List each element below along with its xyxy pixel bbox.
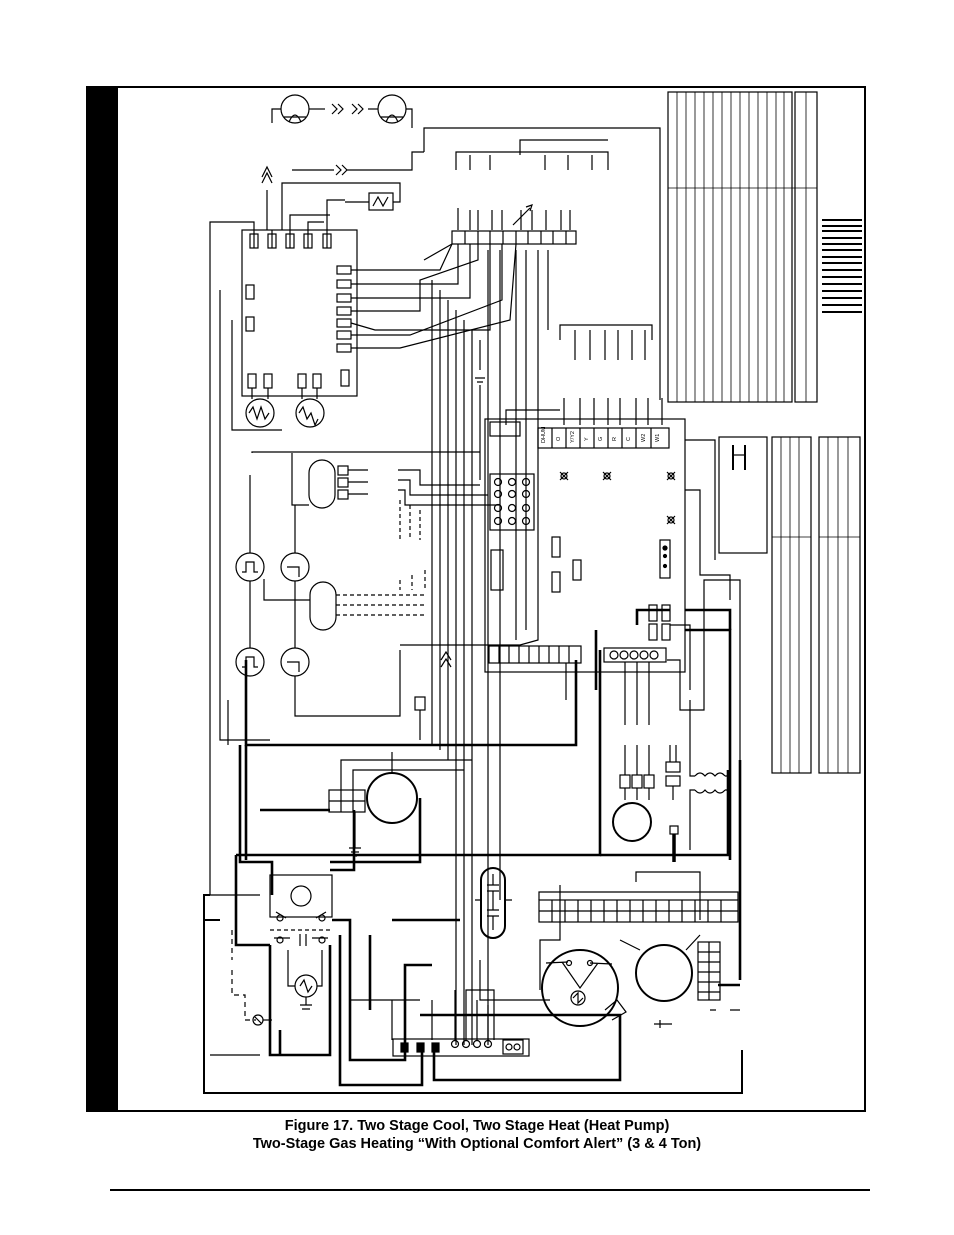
terminal-label: W1 <box>655 434 661 442</box>
compressor-contactor <box>231 874 333 1026</box>
control-board: DHUM O Y/Y2 Y G R C W2 W1 <box>484 418 686 673</box>
mounting-screws <box>559 471 676 525</box>
wire-bundle-top <box>423 127 661 400</box>
flame-sensors <box>235 475 401 717</box>
compressor-terminals <box>392 989 530 1057</box>
legend-table-bottom <box>718 436 861 774</box>
inducer-plug <box>251 451 500 540</box>
terminal-label: W2 <box>641 434 647 442</box>
misc-wires-left <box>210 290 550 1056</box>
bundle-wires-left <box>350 243 517 349</box>
outdoor-fan-motor <box>539 885 627 1027</box>
terminal-label: DHUM <box>541 426 547 443</box>
legend-table-top <box>667 91 818 403</box>
pressure-switches <box>271 94 413 128</box>
vertical-harness <box>400 250 549 1045</box>
blower-speed-terminal-block <box>538 891 739 923</box>
blower-motor <box>619 871 740 1028</box>
terminal-label: R <box>612 437 618 441</box>
terminal-label: Y/Y2 <box>570 431 576 443</box>
side-band <box>88 88 118 1110</box>
figure-caption-line2: Two-Stage Gas Heating “With Optional Com… <box>252 1136 702 1152</box>
limit-switch-small <box>414 650 452 740</box>
terminal-label: C <box>626 437 632 441</box>
run-capacitor <box>475 867 512 939</box>
figure-caption-line1: Figure 17. Two Stage Cool, Two Stage Hea… <box>284 1118 670 1134</box>
blower-plug <box>263 570 426 631</box>
fuse-row <box>505 324 663 425</box>
terminal-label: G <box>598 437 604 441</box>
board-output-wires <box>565 439 741 760</box>
fan-capacitor-and-motor <box>612 745 681 862</box>
terminal-label: O <box>556 436 562 441</box>
terminal-strip <box>451 230 577 245</box>
frame-loop <box>203 894 743 1094</box>
terminal-label: Y <box>584 437 590 441</box>
transformer <box>689 680 731 850</box>
contactor <box>328 752 472 857</box>
footer-rule <box>110 1189 870 1191</box>
rollout-limit <box>261 151 424 230</box>
barcode <box>822 219 862 313</box>
thermostat-terminal-labels: DHUM O Y/Y2 Y G R C W2 W1 <box>541 426 661 443</box>
diagram-frame <box>86 86 866 1112</box>
ignition-module <box>209 199 358 896</box>
